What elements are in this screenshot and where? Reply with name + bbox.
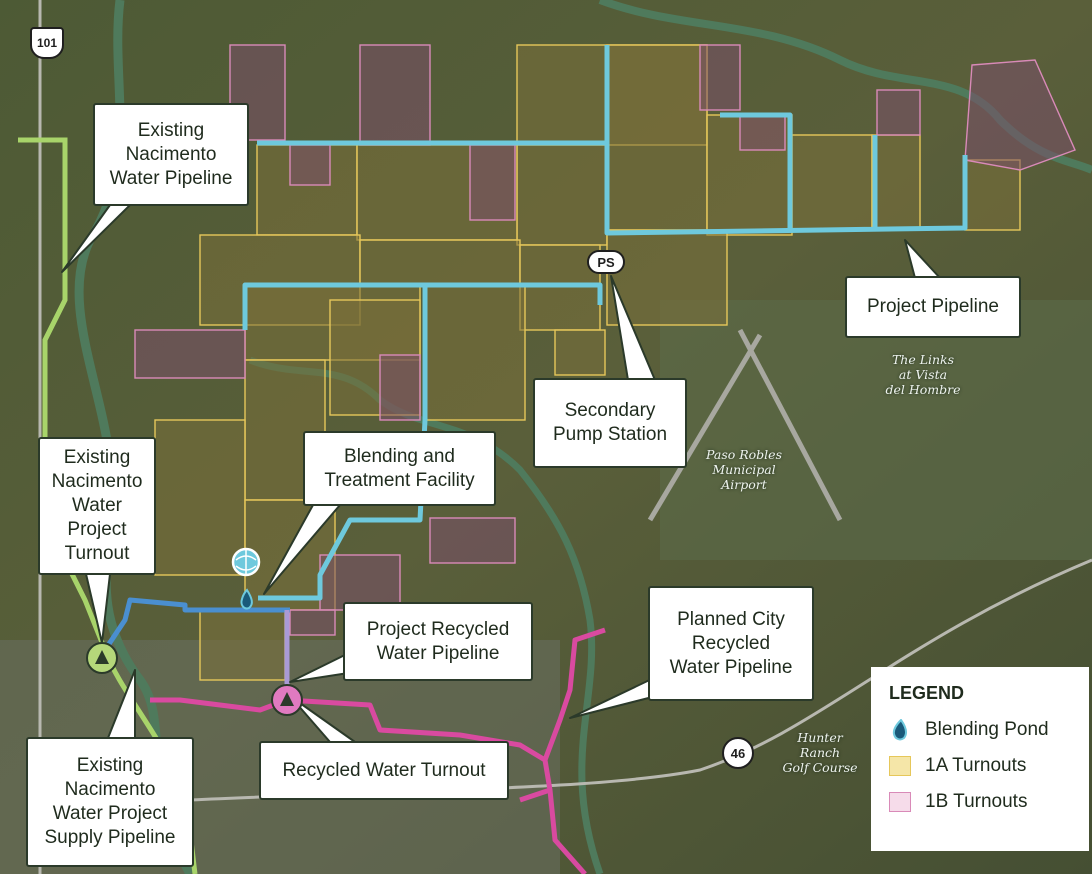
project-recycled-callout[interactable]: Project Recycled Water Pipeline xyxy=(343,602,533,681)
project-pipeline-callout-text: Project Pipeline xyxy=(866,296,1000,317)
highway-46-shield: 46 xyxy=(722,737,754,769)
legend-label-1b: 1B Turnouts xyxy=(925,791,1028,812)
blending-facility-icon[interactable] xyxy=(231,547,261,577)
existing-pipeline-callout-text: Existing Nacimento Water Pipeline xyxy=(109,119,233,189)
blending-facility-callout[interactable]: Blending and Treatment Facility xyxy=(303,431,496,506)
project-pipeline-callout[interactable]: Project Pipeline xyxy=(845,276,1021,338)
airport-place-label: Paso Robles Municipal Airport xyxy=(706,447,782,492)
project-turnout-callout[interactable]: Existing Nacimento Water Project Turnout xyxy=(38,437,156,575)
airport-runway-2 xyxy=(737,328,843,522)
legend-item-1a: 1A Turnouts xyxy=(889,748,1071,784)
project-recycled-callout-text: Project Recycled Water Pipeline xyxy=(366,618,510,664)
legend-item-blending-pond: Blending Pond xyxy=(889,712,1071,748)
recycled-turnout-callout[interactable]: Recycled Water Turnout xyxy=(259,741,509,800)
legend-label-blending-pond: Blending Pond xyxy=(925,719,1049,740)
project-pipeline-line xyxy=(242,45,968,601)
supply-pipeline-callout-text: Existing Nacimento Water Project Supply … xyxy=(44,755,176,848)
highway-101-shield: 101 xyxy=(30,27,64,59)
parcels-1b xyxy=(134,44,1076,636)
links-place-label: The Links at Vista del Hombre xyxy=(885,352,961,397)
swatch-1a xyxy=(889,756,911,776)
highway-101-label: 101 xyxy=(36,36,58,50)
pond-drop-icon xyxy=(889,719,911,741)
planned-city-callout[interactable]: Planned City Recycled Water Pipeline xyxy=(648,586,814,701)
golf-place-label: Hunter Ranch Golf Course xyxy=(782,730,858,775)
legend-item-1b: 1B Turnouts xyxy=(889,784,1071,820)
recycled-turnout-callout-text: Recycled Water Turnout xyxy=(282,759,486,781)
highway-46-label: 46 xyxy=(730,745,746,761)
legend-title: LEGEND xyxy=(889,683,965,703)
residential-area xyxy=(660,300,1092,560)
pump-station-callout-text: Secondary Pump Station xyxy=(552,400,668,445)
supply-pipeline-callout[interactable]: Existing Nacimento Water Project Supply … xyxy=(26,737,194,867)
legend-label-1a: 1A Turnouts xyxy=(925,755,1027,776)
planned-city-callout-text: Planned City Recycled Water Pipeline xyxy=(669,608,793,678)
blending-pipeline-line xyxy=(102,597,290,652)
planned-recycled-pipeline-line xyxy=(150,627,606,874)
existing-pipeline-callout[interactable]: Existing Nacimento Water Pipeline xyxy=(93,103,249,206)
blending-pond-icon xyxy=(240,588,253,610)
pump-station-callout[interactable]: Secondary Pump Station xyxy=(533,378,687,468)
project-turnout-callout-text: Existing Nacimento Water Project Turnout xyxy=(51,447,143,564)
legend: LEGEND Blending Pond 1A Turnouts 1B Turn… xyxy=(871,667,1089,851)
recycled-turnout-marker[interactable] xyxy=(271,684,303,716)
swatch-1b xyxy=(889,792,911,812)
nacimento-turnout-marker[interactable] xyxy=(86,642,118,674)
blending-facility-callout-text: Blending and Treatment Facility xyxy=(324,445,475,491)
parcels-1a xyxy=(154,44,1021,681)
pump-station-label: PS xyxy=(597,254,615,270)
pump-station-marker[interactable]: PS xyxy=(587,250,625,274)
airport-runway-1 xyxy=(647,333,763,522)
